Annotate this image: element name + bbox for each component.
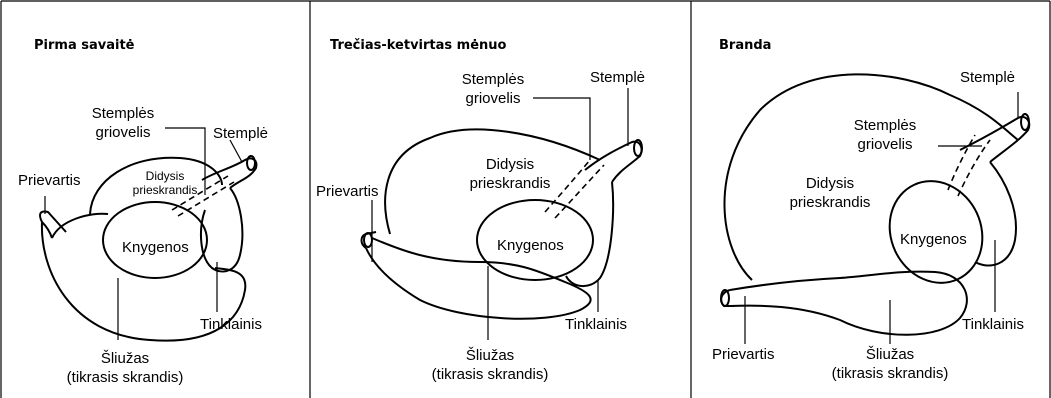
p2-label-sliuzas-line1: Šliužas [420, 346, 560, 365]
p2-label-stemple: Stemplė [590, 68, 645, 87]
p1-label-knygenos: Knygenos [122, 238, 189, 257]
p1-label-stemple: Stemplė [213, 124, 268, 143]
p3-label-prievartis: Prievartis [712, 345, 775, 364]
p1-label-stemples-griovelis: Stemplės griovelis [78, 104, 168, 142]
p3-stemple-tube [960, 117, 1029, 162]
p1-tinklainis-outline [201, 188, 242, 272]
p1-label-stemples-griovelis-line2: griovelis [78, 123, 168, 142]
p1-stemple-tube [202, 158, 256, 188]
p2-label-stemples-griovelis-line1: Stemplės [448, 70, 538, 89]
p2-label-sliuzas: Šliužas (tikrasis skrandis) [420, 346, 560, 384]
p1-label-tinklainis: Tinklainis [200, 315, 262, 334]
p1-label-sliuzas-line2: (tikrasis skrandis) [60, 368, 190, 387]
p3-label-knygenos: Knygenos [900, 230, 967, 249]
p1-label-didysis: Didysis prieskrandis [120, 169, 210, 197]
p2-label-didysis-line2: prieskrandis [455, 174, 565, 193]
p2-label-sliuzas-line2: (tikrasis skrandis) [420, 365, 560, 384]
p1-label-stemples-griovelis-line1: Stemplės [78, 104, 168, 123]
p2-label-didysis-line1: Didysis [455, 155, 565, 174]
p2-label-didysis: Didysis prieskrandis [455, 155, 565, 193]
p3-label-tinklainis: Tinklainis [962, 315, 1024, 334]
panel-1-title: Pirma savaitė [34, 38, 134, 53]
p3-label-didysis: Didysis prieskrandis [775, 174, 885, 212]
p3-label-stemples-griovelis-line1: Stemplės [840, 116, 930, 135]
p2-leader-griovelis [533, 98, 590, 160]
p3-label-didysis-line2: prieskrandis [775, 193, 885, 212]
p2-label-stemples-griovelis: Stemplės griovelis [448, 70, 538, 108]
panel-1-stomach [40, 128, 256, 341]
p2-label-knygenos: Knygenos [497, 236, 564, 255]
p3-griovelis-dash-1 [948, 135, 975, 190]
p3-label-sliuzas-line2: (tikrasis skrandis) [820, 364, 960, 383]
p1-leader-stemple [230, 140, 242, 162]
p2-label-stemples-griovelis-line2: griovelis [448, 89, 538, 108]
p1-label-didysis-line2: prieskrandis [120, 183, 210, 197]
p1-label-sliuzas: Šliužas (tikrasis skrandis) [60, 349, 190, 387]
p3-label-sliuzas: Šliužas (tikrasis skrandis) [820, 345, 960, 383]
p3-label-didysis-line1: Didysis [775, 174, 885, 193]
p1-label-didysis-line1: Didysis [120, 169, 210, 183]
p3-label-sliuzas-line1: Šliužas [820, 345, 960, 364]
p2-label-prievartis: Prievartis [316, 182, 379, 201]
p1-label-prievartis: Prievartis [18, 171, 81, 190]
p3-label-stemple: Stemplė [960, 68, 1015, 87]
p2-label-tinklainis: Tinklainis [565, 315, 627, 334]
panel-2-title: Trečias-ketvirtas mėnuo [330, 38, 506, 53]
p3-label-stemples-griovelis-line2: griovelis [840, 135, 930, 154]
p2-prievartis-opening [364, 233, 372, 247]
p1-label-sliuzas-line1: Šliužas [60, 349, 190, 368]
panel-2-stomach [362, 88, 643, 340]
panel-3-title: Branda [719, 38, 771, 53]
p1-prievartis-tube [40, 211, 66, 232]
p3-label-stemples-griovelis: Stemplės griovelis [840, 116, 930, 154]
